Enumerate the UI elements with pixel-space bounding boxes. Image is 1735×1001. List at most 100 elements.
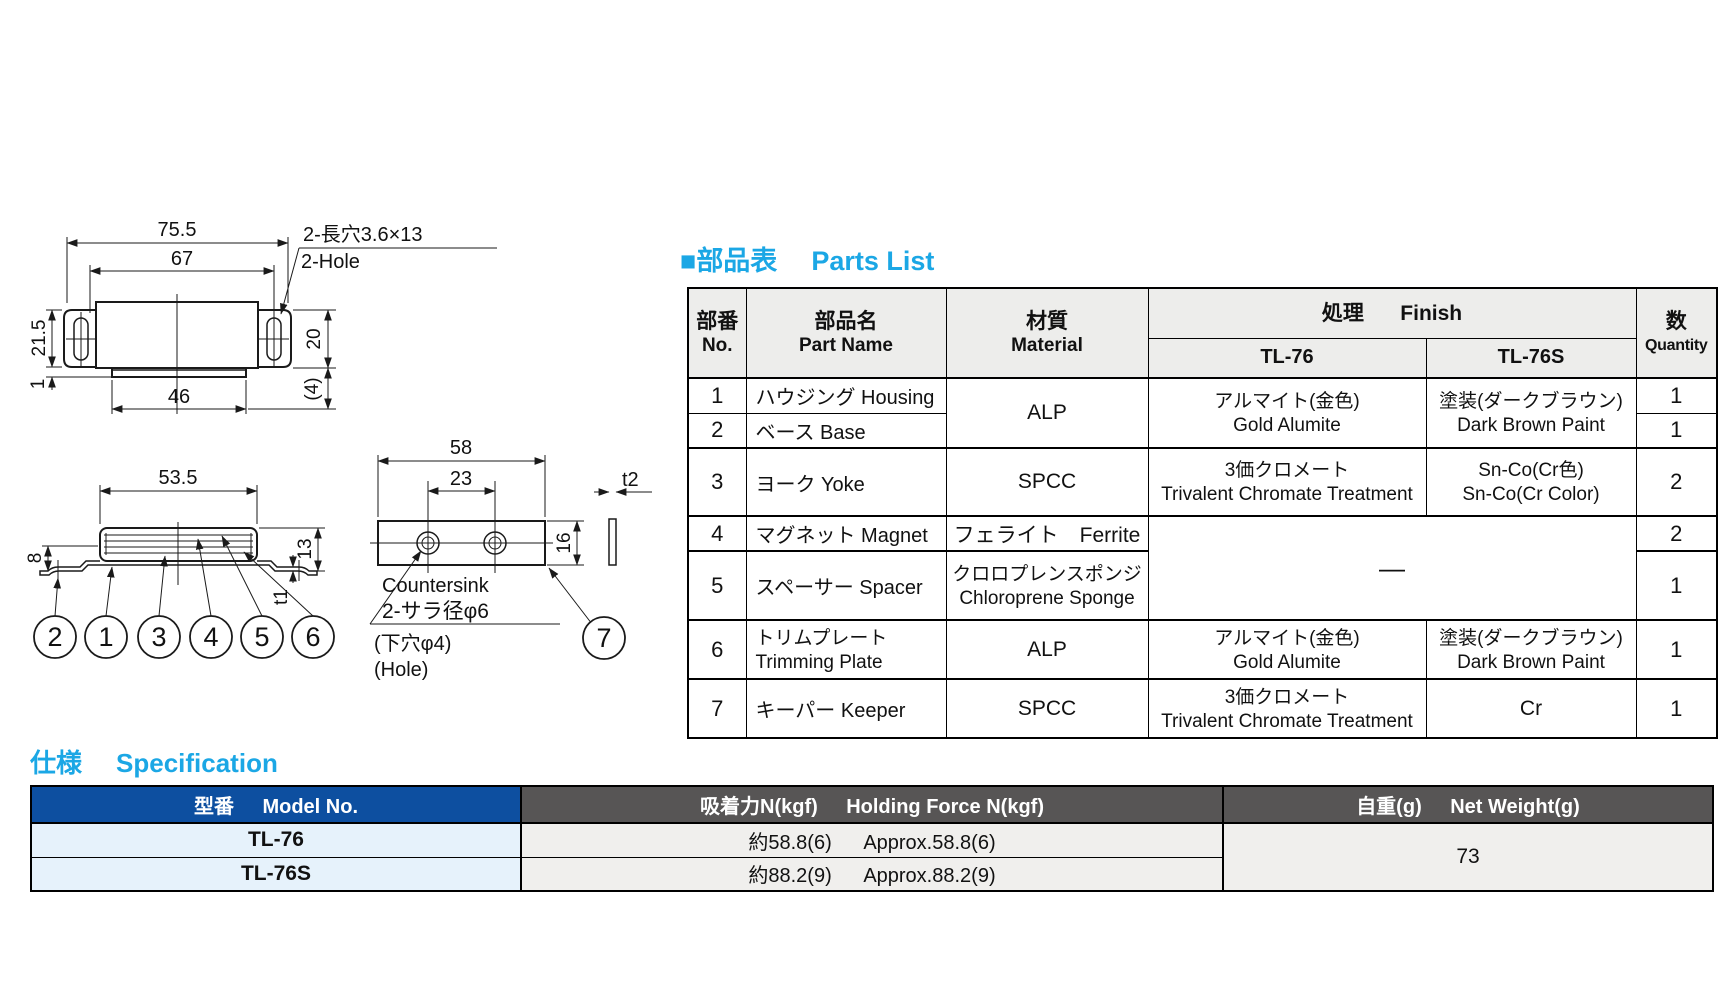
countersink-hole-right [483,531,507,555]
table-row: 2 ベース Base 1 [687,412,1718,449]
keeper-centerlines [370,481,553,573]
part-quantity: 1 [1635,412,1718,449]
part-quantity: 1 [1635,678,1718,739]
svg-text:7: 7 [596,623,611,653]
balloon-7: 7 [582,616,626,660]
part-no: 7 [687,678,747,739]
part-material: ALP [945,377,1149,449]
dim-t2: t2 [622,469,639,491]
svg-text:4: 4 [203,622,218,652]
slot-note-jp: 2-長穴3.6×13 [303,223,423,246]
finish-tl76: アルマイト(金色) Gold Alumite [1147,377,1427,449]
parts-list-heading-en: Parts List [811,246,935,276]
col-header-part-name: 部品名 Part Name [745,287,947,379]
part-quantity: 1 [1635,550,1718,621]
model-number: TL-76S [30,856,522,892]
finish-tl76s: 塗装(ダークブラウン) Dark Brown Paint [1425,619,1637,680]
col-header-no: 部番 No. [687,287,747,379]
part-material: SPCC [945,678,1149,739]
specification-heading-jp: 仕様 [30,748,83,778]
finish-tl76s: Cr [1425,678,1637,739]
spec-header-net-weight: 自重(g) Net Weight(g) [1222,785,1714,824]
part-no: 2 [687,412,747,449]
base-flange-left [39,560,100,576]
holding-force-value: 約58.8(6) Approx.58.8(6) [520,822,1224,858]
balloon-1: 1 [84,615,128,659]
base-outline [111,368,247,378]
svg-text:5: 5 [254,622,269,652]
specification-heading-en: Specification [116,748,278,778]
dim-67: 67 [171,248,193,270]
part-no: 5 [687,550,747,621]
dim-23: 23 [450,468,472,490]
dim-1: 1 [28,379,49,390]
table-row: 4 マグネット Magnet フェライト Ferrite — 2 [687,515,1718,621]
side-dimension-lines [42,485,325,583]
parts-list-table: 部番 No. 部品名 Part Name 材質 Material 処理 Fini… [687,287,1718,739]
finish-none: — [1147,515,1637,621]
pilot-hole-label-jp: (下穴φ4) [374,632,451,655]
dim-75-5: 75.5 [158,219,197,241]
col-header-material: 材質 Material [945,287,1149,379]
specification-table: 型番 Model No. 吸着力N(kgf) Holding Force N(k… [30,785,1714,892]
col-header-tl76s: TL-76S [1425,337,1637,379]
part-quantity: 1 [1635,619,1718,680]
balloon-5: 5 [240,615,284,659]
spec-row: TL-76S 約88.2(9) Approx.88.2(9) [30,856,1713,892]
part-no: 3 [687,447,747,517]
keeper-view: 58 23 16 t2 Countersink 2-サラ径φ6 (下穴φ4) (… [369,437,652,681]
finish-tl76s: 塗装(ダークブラウン) Dark Brown Paint [1425,377,1637,449]
specification-heading: 仕様 Specification [30,748,278,778]
svg-text:2: 2 [47,622,62,652]
pilot-hole-label-en: (Hole) [374,659,428,681]
table-row: 3 ヨーク Yoke SPCC 3価クロメート Trivalent Chroma… [687,447,1718,517]
balloon-6: 6 [291,615,335,659]
model-number: TL-76 [30,822,522,858]
col-header-quantity: 数 Quantity [1635,287,1718,379]
slot-centerlines [66,294,289,414]
part-material: フェライト Ferrite [945,515,1149,552]
finish-tl76: アルマイト(金色) Gold Alumite [1147,619,1427,680]
technical-drawings: 75.5 67 21.5 1 46 20 (4) 2-長穴3.6×13 2-Ho… [25,219,652,681]
keeper-dimension-lines [369,455,652,625]
table-row: 6 トリムプレート Trimming Plate ALP アルマイト(金色) G… [687,619,1718,680]
part-no: 4 [687,515,747,552]
spec-header-holding-force: 吸着力N(kgf) Holding Force N(kgf) [520,785,1224,824]
part-name: キーパー Keeper [745,678,947,739]
mounting-ear-left [63,309,96,368]
side-section-view: 53.5 8 13 t1 2 1 3 [25,467,335,659]
finish-tl76: 3価クロメート Trivalent Chromate Treatment [1147,678,1427,739]
keeper-edge-view [608,518,617,566]
part-material: ALP [945,619,1149,680]
dim-53-5: 53.5 [159,467,198,489]
part-name: スペーサー Spacer [745,550,947,621]
balloon-4: 4 [189,615,233,659]
part-quantity: 1 [1635,377,1718,414]
balloon-leaders [53,535,314,617]
part-name: ベース Base [745,412,947,449]
part-material: SPCC [945,447,1149,517]
dim-46: 46 [168,386,190,408]
balloon-3: 3 [137,615,181,659]
holding-force-value: 約88.2(9) Approx.88.2(9) [520,856,1224,892]
dim-13: 13 [295,538,316,559]
dim-21-5: 21.5 [29,320,50,357]
svg-text:3: 3 [151,622,166,652]
part-material: クロロプレンスポンジ Chloroprene Sponge [945,550,1149,621]
spec-row: TL-76 約58.8(6) Approx.58.8(6) 73 [30,822,1714,892]
countersink-hole-left [416,531,440,555]
part-quantity: 2 [1635,515,1718,552]
dim-4: (4) [302,377,323,400]
col-header-finish: 処理 Finish [1147,287,1637,339]
svg-text:1: 1 [98,622,113,652]
dim-16: 16 [554,532,575,553]
spec-header-model: 型番 Model No. [30,785,522,824]
slot-note-en: 2-Hole [301,251,360,273]
col-header-tl76: TL-76 [1147,337,1427,379]
part-name: ヨーク Yoke [745,447,947,517]
net-weight-value: 73 [1222,822,1714,892]
part-quantity: 2 [1635,447,1718,517]
balloon-2: 2 [33,615,77,659]
